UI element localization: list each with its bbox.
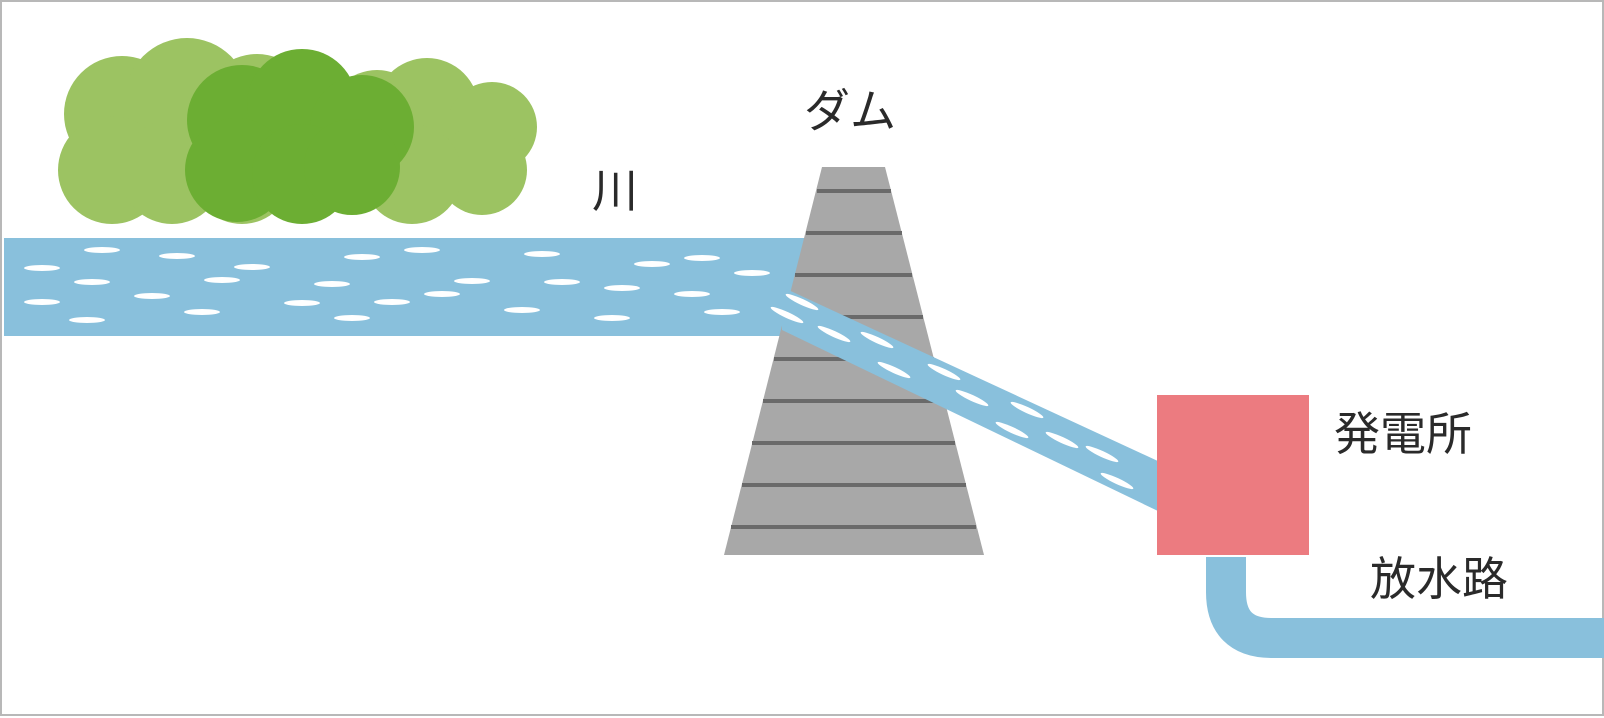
penstock-ripples — [770, 293, 1134, 490]
label-power-station: 発電所 — [1334, 407, 1472, 461]
label-tailrace: 放水路 — [1370, 552, 1508, 606]
tree-cluster — [58, 38, 537, 224]
river-ripples — [24, 247, 770, 323]
tailrace-pipe — [1206, 557, 1604, 658]
river-water — [4, 238, 804, 336]
penstock — [770, 287, 1160, 512]
tree-dark-center — [185, 49, 414, 224]
river — [4, 238, 804, 336]
power-station-building — [1157, 395, 1309, 555]
label-dam: ダム — [804, 84, 896, 138]
label-river: 川 — [592, 164, 638, 218]
